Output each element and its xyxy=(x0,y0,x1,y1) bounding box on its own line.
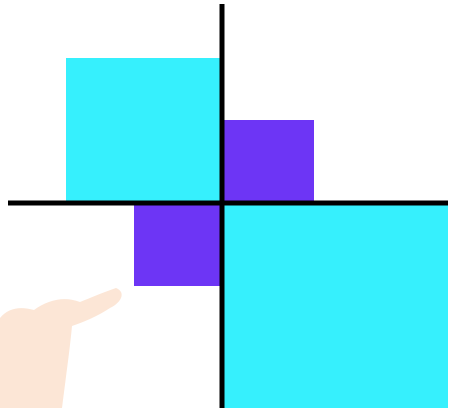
square-bottom-left-small xyxy=(134,203,222,286)
square-bottom-right-large xyxy=(222,203,448,408)
square-top-left-large xyxy=(66,58,222,203)
square-top-right-small xyxy=(222,120,314,203)
